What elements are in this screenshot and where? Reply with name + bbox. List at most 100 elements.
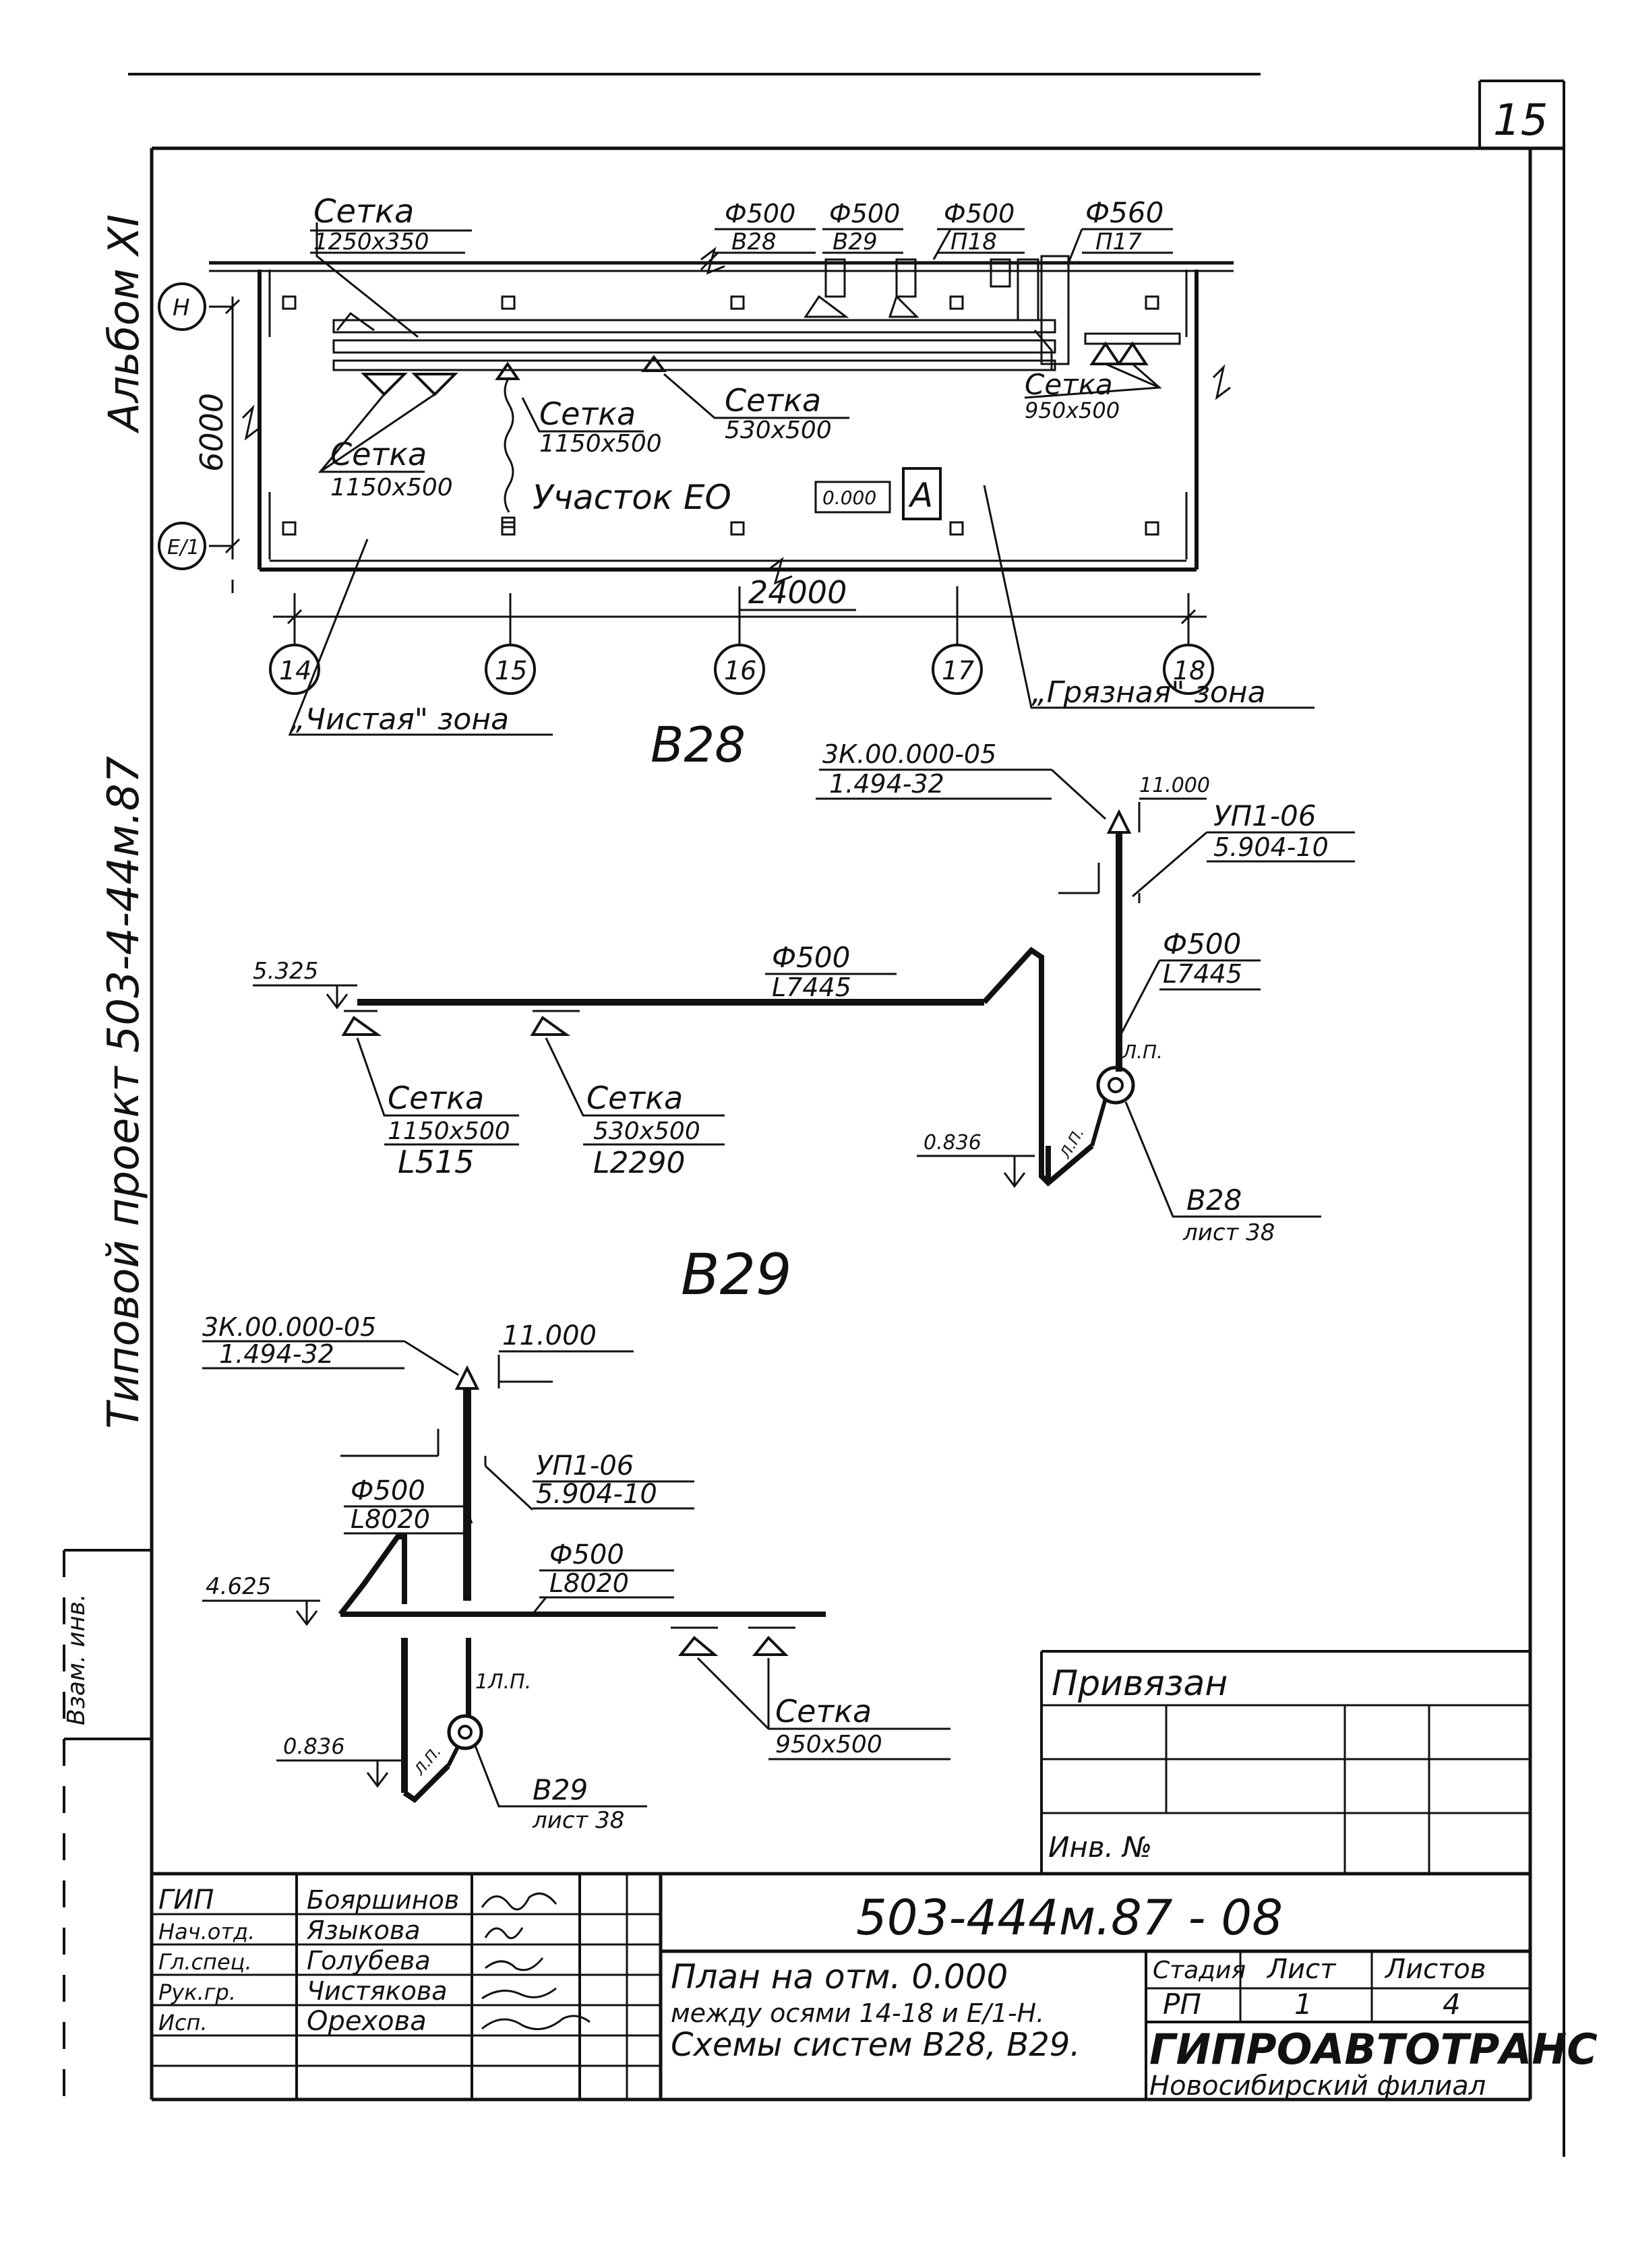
duct-label-sys-4: П17 [1095, 228, 1142, 255]
b29-grille-size: 950х500 [775, 1731, 882, 1758]
b28-top-elev: 11.000 [1139, 774, 1210, 797]
person-name-5: Орехова [307, 2006, 427, 2037]
b28-valve1: УП1-06 [1213, 799, 1317, 832]
person-role-5: Исп. [158, 2010, 208, 2035]
plan-grille-size-5: 1150х500 [330, 474, 453, 501]
organization-branch: Новосибирский филиал [1149, 2071, 1486, 2102]
person-role-1: ГИП [158, 1884, 214, 1915]
b28-top-code1: 3К.00.000-05 [822, 739, 996, 769]
plan-grille-name-1: Сетка [313, 193, 414, 231]
b29-vert-dia: Ф500 [351, 1475, 425, 1506]
sheet-value: 1 [1294, 1988, 1312, 2021]
dim-vertical: 6000 [193, 393, 230, 472]
plan-grille-name-5: Сетка [330, 436, 427, 472]
b28-vert-len: L7445 [1163, 959, 1242, 989]
plan-grille-size-3: 530х500 [725, 417, 832, 444]
axis-col-3: 16 [724, 656, 756, 685]
zone-marker: А [908, 476, 933, 515]
b29-grille-name: Сетка [775, 1693, 872, 1729]
b28-vert-dia: Ф500 [1163, 927, 1241, 960]
b29-vert-len: L8020 [351, 1504, 430, 1534]
b29-title: В29 [681, 1242, 792, 1308]
b28-grille1-name: Сетка [388, 1080, 484, 1116]
person-role-2: Нач.отд. [158, 1919, 255, 1944]
description-line-2: между осями 14-18 и Е/1-Н. [671, 1998, 1044, 2028]
b29-fan-side1: 1Л.П. [475, 1670, 531, 1694]
drawing-code: 503-444м.87 - 08 [856, 1889, 1283, 1946]
duct-label-sys-2: В29 [833, 228, 878, 255]
plan-grille-size-1: 1250х350 [313, 228, 429, 255]
binding-title: Привязан [1052, 1663, 1228, 1704]
sheet-frame [63, 73, 1565, 2157]
duct-label-sys-1: В28 [731, 228, 777, 255]
person-role-4: Рук.гр. [158, 1980, 236, 2005]
duct-label-dia-3: Ф500 [944, 199, 1015, 228]
person-name-3: Голубева [307, 1946, 431, 1975]
b28-fan-sheet: лист 38 [1182, 1219, 1275, 1246]
album-label: Альбом XI [99, 214, 148, 434]
axis-col-1: 14 [279, 656, 311, 685]
plan-grille-name-3: Сетка [725, 382, 821, 419]
b28-grille1-size: 1150х500 [388, 1117, 510, 1145]
b29-top-code1: 3К.00.000-05 [202, 1312, 376, 1342]
plan-grille-name-2: Сетка [539, 396, 636, 432]
duct-label-dia-2: Ф500 [829, 199, 900, 228]
b29-fan-elev: 0.836 [283, 1734, 345, 1759]
b28-horiz-dia: Ф500 [772, 941, 850, 974]
axis-row-2: Е/1 [167, 536, 200, 559]
b28-valve2: 5.904-10 [1213, 832, 1329, 862]
sheet-header: Лист [1266, 1954, 1337, 1985]
b28-top-code2: 1.494-32 [829, 769, 944, 799]
axis-col-4: 17 [942, 656, 974, 685]
b29-fan-label: В29 [533, 1773, 588, 1806]
page-number: 15 [1493, 96, 1548, 146]
b29-horiz-dia: Ф500 [549, 1539, 624, 1570]
b28-grille2-size: 530х500 [593, 1117, 700, 1145]
sheets-value: 4 [1443, 1988, 1461, 2021]
b29-horiz-len: L8020 [549, 1568, 629, 1598]
b28-left-elev: 5.325 [253, 958, 318, 985]
person-name-2: Языкова [306, 1915, 421, 1945]
person-role-3: Гл.спец. [158, 1949, 252, 1975]
person-name-4: Чистякова [307, 1976, 448, 2006]
b28-title: В28 [651, 716, 746, 773]
axis-col-5: 18 [1173, 656, 1205, 685]
binding-inv: Инв. № [1048, 1831, 1152, 1864]
dim-horizontal: 24000 [748, 574, 847, 611]
b29-top-elev: 11.000 [502, 1320, 597, 1351]
clean-zone-label: „Чистая" зона [290, 702, 509, 737]
b29-valve1: УП1-06 [536, 1450, 634, 1481]
side-stamp: Взам. инв. [63, 1593, 90, 1725]
dirty-zone-label: „Грязная" зона [1031, 675, 1266, 710]
plan-grille-size-2: 1150х500 [539, 430, 662, 458]
duct-label-sys-3: П18 [950, 228, 997, 255]
elevation-box: 0.000 [822, 487, 876, 509]
b28-grille2-len: L2290 [593, 1146, 686, 1180]
b29-scheme [202, 1340, 950, 1808]
section-label: Участок ЕО [533, 478, 731, 517]
plan-grille-name-4: Сетка [1025, 368, 1113, 401]
organization: ГИПРОАВТОТРАНС [1149, 2025, 1598, 2074]
b29-top-code2: 1.494-32 [219, 1339, 334, 1369]
b28-horiz-len: L7445 [772, 973, 851, 1002]
b29-fan-sheet: лист 38 [532, 1807, 624, 1834]
project-label: Типовой проект 503-4-44м.87 [99, 756, 149, 1429]
stage-header: Стадия [1153, 1957, 1246, 1984]
sheets-header: Листов [1384, 1954, 1486, 1985]
b28-scheme [253, 768, 1355, 1218]
floor-plan [158, 222, 1314, 736]
plan-grille-size-4: 950х500 [1025, 398, 1120, 423]
axis-col-2: 15 [495, 656, 527, 685]
b28-fan-label: В28 [1186, 1184, 1242, 1217]
description-line-3: Схемы систем В28, В29. [671, 2026, 1081, 2064]
b29-left-elev: 4.625 [206, 1573, 271, 1600]
duct-label-dia-1: Ф500 [725, 199, 795, 228]
description-line-1: План на отм. 0.000 [671, 1957, 1008, 1996]
b28-fan-side1: Л.П. [1122, 1041, 1163, 1063]
b28-fan-elev: 0.836 [924, 1131, 981, 1155]
b28-grille1-len: L515 [398, 1144, 474, 1180]
stage-value: РП [1163, 1988, 1201, 2021]
duct-label-dia-4: Ф560 [1085, 196, 1163, 229]
b28-grille2-name: Сетка [586, 1080, 683, 1116]
